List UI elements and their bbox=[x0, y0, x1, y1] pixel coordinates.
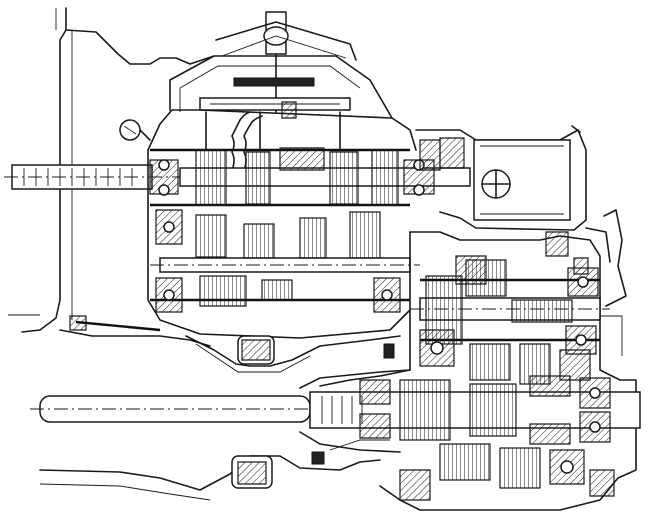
output-shaft bbox=[30, 370, 640, 452]
synchro-hub bbox=[280, 148, 324, 170]
counter-gear-4 bbox=[350, 212, 380, 258]
front-output bbox=[40, 344, 614, 500]
counter-gear-3 bbox=[300, 218, 326, 258]
gear-2 bbox=[246, 152, 270, 204]
counter-gear-1 bbox=[196, 215, 226, 257]
gear-1 bbox=[196, 150, 226, 205]
oil-pan bbox=[186, 336, 400, 372]
shift-mechanism bbox=[170, 12, 392, 118]
main-shaft bbox=[150, 148, 470, 205]
front-drive-gear bbox=[440, 444, 490, 480]
clutch-housing bbox=[8, 8, 214, 346]
gear-3 bbox=[330, 152, 358, 204]
counter-gear-2 bbox=[244, 224, 274, 258]
countershaft bbox=[150, 210, 420, 312]
shift-rail-plate bbox=[234, 78, 314, 86]
rear-extension bbox=[416, 126, 586, 230]
gear-4 bbox=[372, 150, 398, 205]
output-gear-high bbox=[400, 380, 450, 440]
housing-bolt bbox=[70, 316, 86, 330]
